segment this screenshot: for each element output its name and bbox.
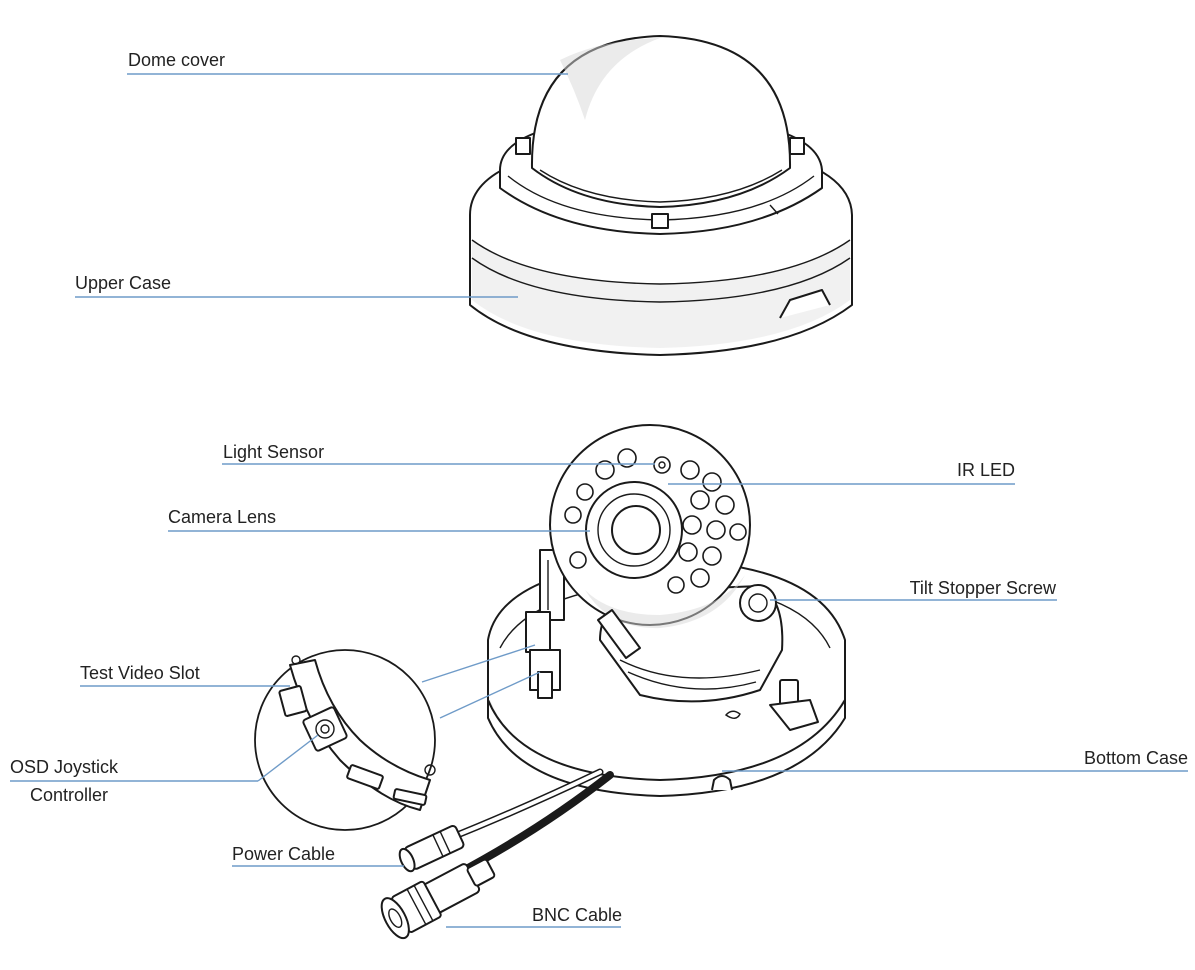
label-test-video-slot: Test Video Slot (80, 663, 200, 683)
labels: Dome cover Upper Case Light Sensor IR LE… (10, 50, 1188, 925)
label-dome-cover: Dome cover (128, 50, 225, 70)
label-osd-joystick-line1: OSD Joystick (10, 757, 119, 777)
label-camera-lens: Camera Lens (168, 507, 276, 527)
label-bnc-cable: BNC Cable (532, 905, 622, 925)
dome-cover-drawing (530, 35, 792, 208)
magnifier-inset (254, 644, 541, 831)
leader-lines (10, 73, 1188, 928)
label-upper-case: Upper Case (75, 273, 171, 293)
cables-drawing (380, 768, 614, 940)
label-light-sensor: Light Sensor (223, 442, 324, 462)
label-tilt-stopper-screw: Tilt Stopper Screw (910, 578, 1057, 598)
label-osd-joystick-line2: Controller (30, 785, 108, 805)
label-bottom-case: Bottom Case (1084, 748, 1188, 768)
label-ir-led: IR LED (957, 460, 1015, 480)
camera-module-drawing (525, 424, 784, 703)
label-power-cable: Power Cable (232, 844, 335, 864)
